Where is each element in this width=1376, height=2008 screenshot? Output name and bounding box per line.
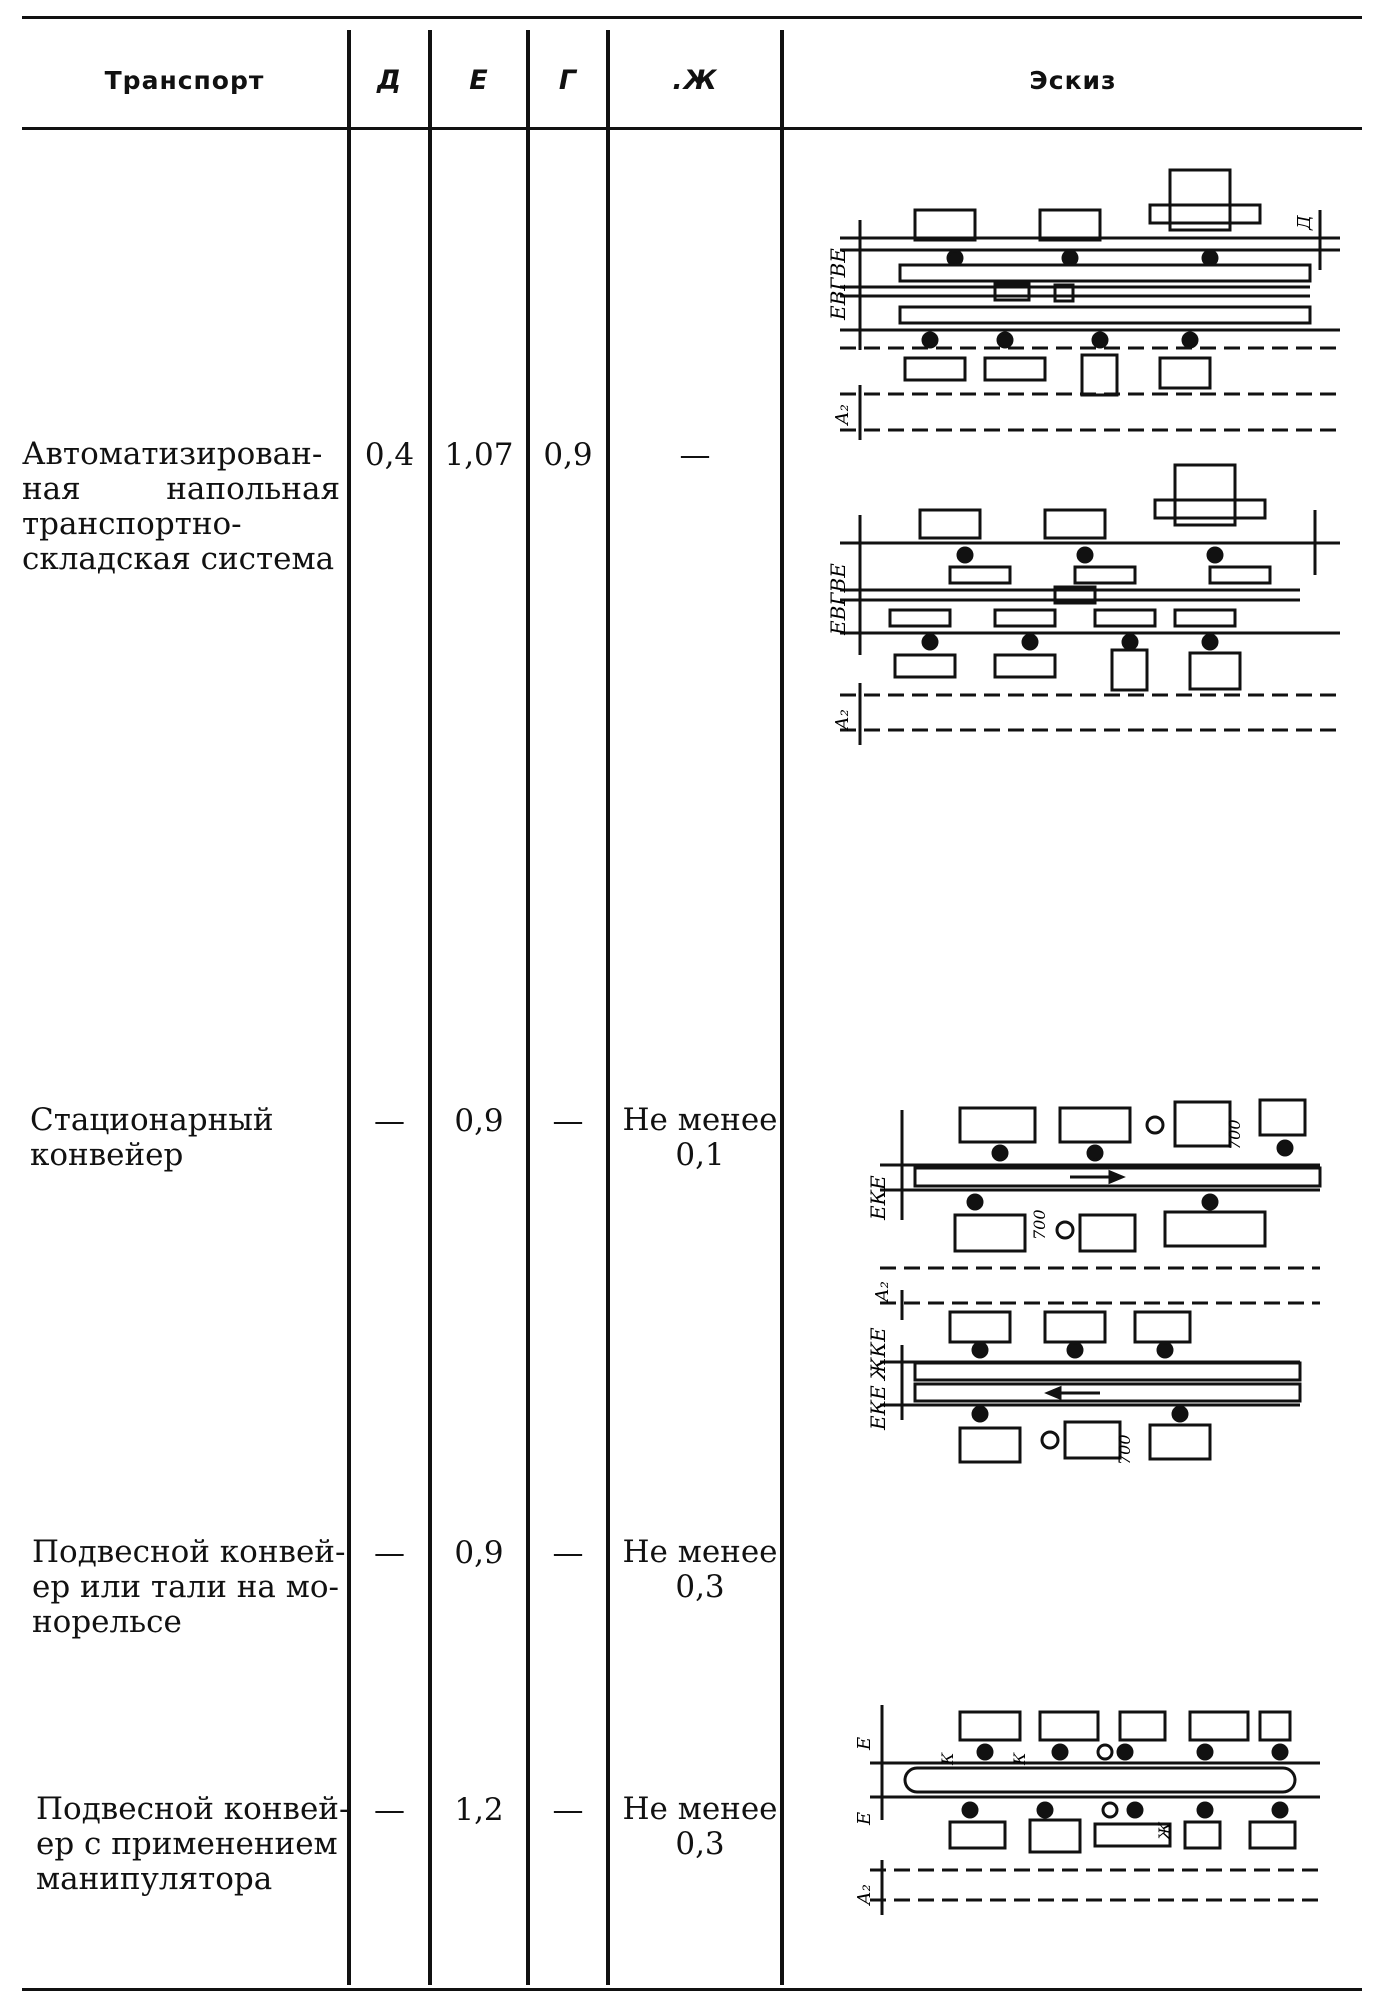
row4-d-value: — — [374, 1792, 405, 1828]
header-transport: Транспорт — [104, 65, 265, 95]
row3-name-line3: норельсе — [32, 1604, 182, 1640]
row2-e-value: 0,9 — [454, 1103, 504, 1139]
s3-dim-700-a: 700 — [1225, 1119, 1244, 1150]
row2-zh-line2: 0,1 — [675, 1137, 725, 1173]
row3-zh-line1: Не менее — [622, 1534, 778, 1570]
row3-e-value: 0,9 — [454, 1535, 504, 1571]
row1-zh-value: — — [679, 437, 711, 473]
sketch-4-overhead-manipulator: Е К К Е Ж А₂ — [854, 1705, 1320, 1915]
table-top-rule — [22, 16, 1362, 19]
row4-name-line1: Подвесной конвей- — [36, 1791, 350, 1827]
row1-name-line3: транспортно- — [22, 506, 242, 542]
row4-zh-value: Не менее 0,3 — [610, 1792, 790, 1862]
row2-g-value: — — [552, 1103, 584, 1139]
column-divider-2 — [428, 30, 432, 1985]
header-bottom-rule — [22, 127, 1362, 130]
row1-e-value: 1,07 — [444, 437, 514, 473]
row4-transport-name: Подвесной конвей- ер с применением манип… — [36, 1792, 354, 1897]
s4-e-mid-label: Е — [854, 1812, 875, 1826]
s3-eke-top-label: ЕКЕ — [866, 1175, 890, 1221]
row3-g-value: — — [552, 1535, 584, 1571]
s1-d-label: Д — [1294, 215, 1315, 231]
row3-zh-value: Не менее 0,3 — [610, 1535, 790, 1605]
s4-k-right-label: К — [1010, 1752, 1029, 1766]
header-zh: .Ж — [672, 64, 718, 96]
s3-a2-label: А₂ — [872, 1281, 893, 1304]
s3-dim-700-c: 700 — [1115, 1434, 1134, 1465]
row1-transport-name: Автоматизирован- ная напольная транспорт… — [22, 437, 340, 577]
s1-vertical-label: ЕВГВЕ — [826, 248, 850, 321]
row2-d-value: — — [374, 1103, 405, 1139]
row1-name-line4: складская система — [22, 541, 335, 577]
s3-dim-700-b: 700 — [1030, 1209, 1049, 1240]
s2-vertical-label: ЕВГВЕ — [826, 563, 850, 636]
s2-a2-label: А₂ — [832, 709, 853, 732]
table-bottom-rule — [22, 1988, 1362, 1991]
column-divider-1 — [347, 30, 351, 1985]
row3-d-value: — — [374, 1535, 405, 1571]
row1-name-line1: Автоматизирован- — [22, 436, 323, 472]
header-sketch: Эскиз — [1029, 65, 1117, 95]
row2-name-line1: Стационарный — [30, 1102, 274, 1138]
header-g: Г — [558, 64, 578, 96]
s1-a2-label: А₂ — [832, 404, 853, 427]
s3-eke-bottom-label: ЕКЕ — [866, 1385, 890, 1431]
column-divider-3 — [526, 30, 530, 1985]
row3-name-line2: ер или тали на мо- — [32, 1569, 340, 1605]
column-divider-4 — [606, 30, 610, 1985]
sketch-1-floor-system-a: ЕВГВЕ Д А₂ — [826, 168, 1340, 440]
header-d: Д — [376, 64, 403, 96]
row4-name-line2: ер с применением — [36, 1826, 338, 1862]
sketch-3-stationary-conveyor: ЕКЕ 700 700 А₂ ЖКЕ ЕКЕ 700 — [866, 1098, 1322, 1465]
row4-zh-line2: 0,3 — [675, 1826, 725, 1862]
row2-name-line2: конвейер — [30, 1137, 184, 1173]
row4-g-value: — — [552, 1792, 584, 1828]
s4-zh-label: Ж — [1155, 1821, 1174, 1841]
row3-name-line1: Подвесной конвей- — [32, 1534, 346, 1570]
row2-zh-line1: Не менее — [622, 1102, 778, 1138]
row2-zh-value: Не менее 0,1 — [610, 1103, 790, 1173]
s4-a2-label: А₂ — [854, 1884, 875, 1907]
row3-zh-line2: 0,3 — [675, 1569, 725, 1605]
row1-d-value: 0,4 — [364, 437, 415, 473]
row4-name-line3: манипулятора — [36, 1861, 273, 1897]
row4-zh-line1: Не менее — [622, 1791, 778, 1827]
header-e: Е — [469, 64, 489, 96]
s4-e-top-label: Е — [854, 1737, 875, 1751]
row3-transport-name: Подвесной конвей- ер или тали на мо- нор… — [32, 1535, 350, 1640]
row2-transport-name: Стационарный конвейер — [30, 1103, 348, 1173]
column-divider-5 — [780, 30, 784, 1985]
sketch-2-floor-system-b: ЕВГВЕ А₂ — [826, 463, 1340, 745]
row1-g-value: 0,9 — [543, 437, 593, 473]
s4-k-left-label: К — [938, 1752, 957, 1766]
row1-name-line2: ная напольная — [22, 471, 340, 507]
row4-e-value: 1,2 — [454, 1792, 504, 1828]
s3-zh-k-e-label: ЖКЕ — [866, 1327, 890, 1382]
